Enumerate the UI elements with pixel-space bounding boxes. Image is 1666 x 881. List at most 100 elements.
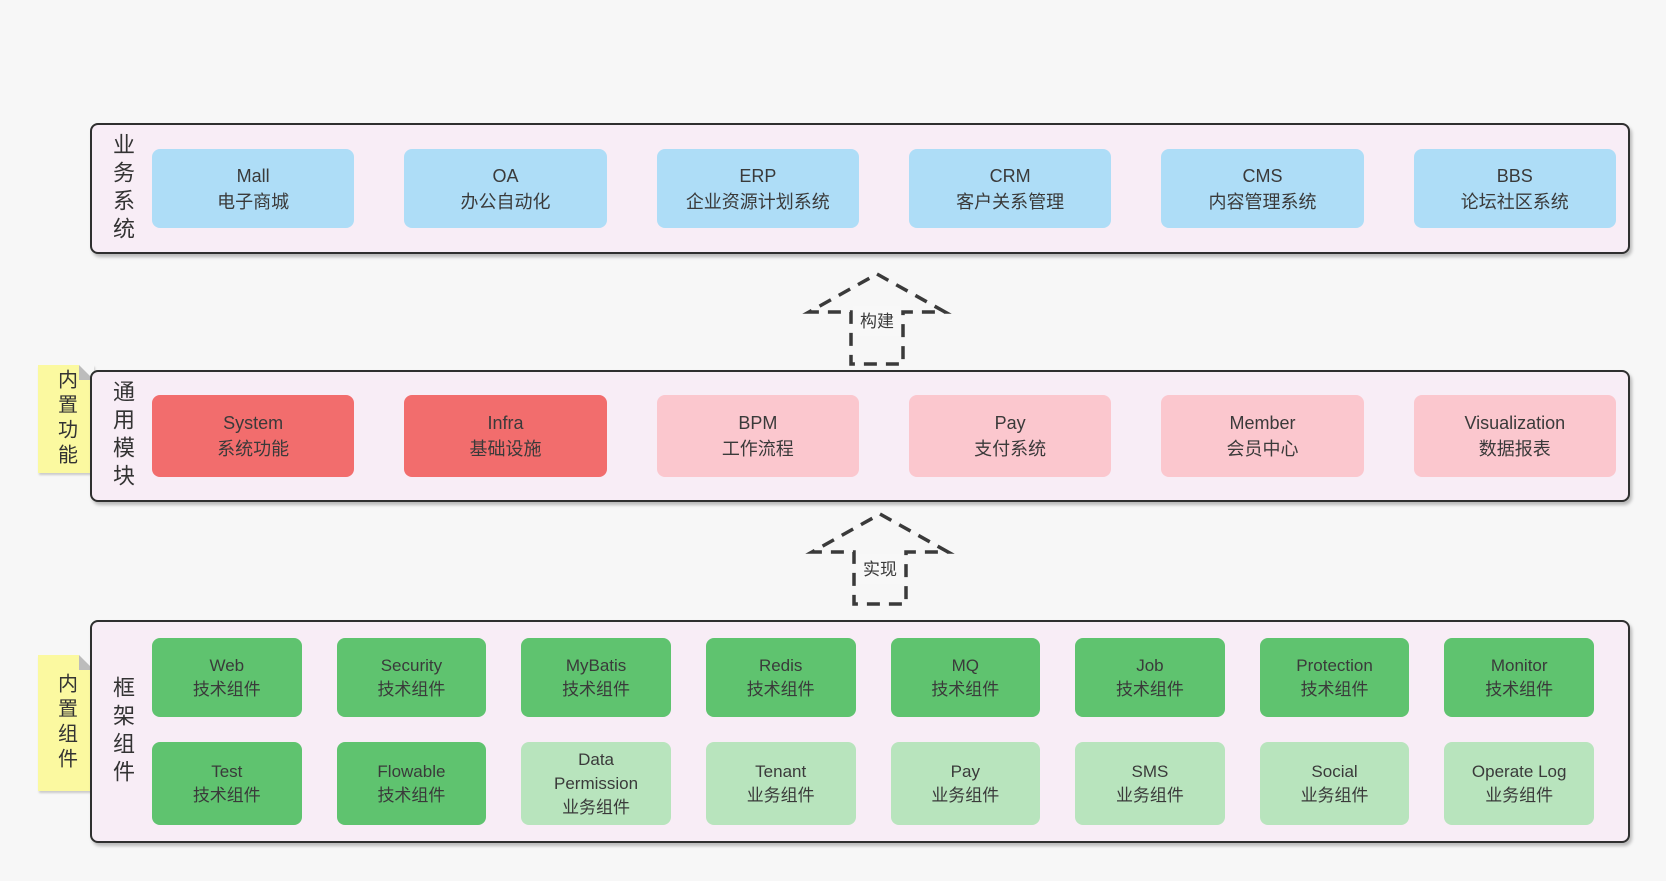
common-modules-container: 通用模块 System 系统功能 Infra 基础设施 BPM 工作流程 Pay…: [90, 370, 1630, 502]
build-arrow-label: 构建: [860, 312, 894, 331]
box-desc: 工作流程: [721, 439, 794, 459]
box-desc: 技术组件: [562, 679, 631, 699]
up-arrow-icon: [805, 512, 955, 606]
box-desc: 内容管理系统: [1208, 191, 1317, 212]
business-systems-container: 业务系统 Mall 电子商城 OA 办公自动化 ERP 企业资源计划系统 CRM…: [90, 123, 1630, 254]
box-name: Pay: [950, 761, 980, 781]
box-visualization: Visualization 数据报表: [1413, 395, 1616, 477]
box-desc: 技术组件: [746, 679, 815, 699]
builtin-features-note: 内置功能: [38, 365, 94, 473]
framework-components-label: 框架组件: [110, 675, 135, 788]
box-operate-log: Operate Log 业务组件: [1444, 742, 1594, 825]
box-crm: CRM 客户关系管理: [908, 149, 1112, 228]
box-desc: 技术组件: [931, 679, 1000, 699]
box-desc: 业务组件: [1115, 785, 1184, 805]
box-desc: 技术组件: [1485, 679, 1554, 699]
box-desc: 技术组件: [377, 785, 446, 805]
box-bbs: BBS 论坛社区系统: [1413, 149, 1616, 228]
common-modules-label: 通用模块: [110, 380, 135, 492]
box-desc: 技术组件: [192, 785, 261, 805]
box-desc: 技术组件: [377, 679, 446, 699]
box-desc: 办公自动化: [460, 191, 551, 212]
implement-arrow: 实现: [805, 512, 955, 606]
implement-arrow-label: 实现: [863, 560, 897, 579]
box-sms: SMS 业务组件: [1075, 742, 1225, 825]
box-desc: 技术组件: [1115, 679, 1184, 699]
box-name: Mall: [236, 165, 270, 186]
box-security: Security 技术组件: [336, 638, 487, 717]
box-name: Visualization: [1464, 413, 1566, 433]
box-social: Social 业务组件: [1259, 742, 1410, 825]
box-desc: 客户关系管理: [956, 191, 1065, 212]
box-system: System 系统功能: [152, 395, 355, 477]
box-desc: 业务组件: [1485, 785, 1554, 805]
box-name: Test: [211, 761, 243, 781]
box-desc: 技术组件: [1300, 679, 1369, 699]
box-desc: 会员中心: [1226, 439, 1299, 459]
box-desc: 业务组件: [931, 785, 1000, 805]
box-name: Operate Log: [1471, 761, 1567, 781]
box-name: Redis: [758, 655, 803, 675]
arrow-label-background: [856, 554, 904, 584]
box-desc: 业务组件: [1300, 785, 1369, 805]
box-name: OA: [492, 165, 519, 186]
components-row-1: Web 技术组件 Security 技术组件 MyBatis 技术组件 Redi…: [152, 638, 1594, 717]
box-erp: ERP 企业资源计划系统: [656, 149, 859, 228]
box-mybatis: MyBatis 技术组件: [521, 638, 671, 717]
box-tenant: Tenant 业务组件: [705, 742, 856, 825]
box-desc: 业务组件: [746, 785, 815, 805]
box-desc: 电子商城: [217, 191, 290, 212]
builtin-components-note: 内置组件: [38, 655, 94, 791]
box-desc: 系统功能: [217, 439, 290, 459]
box-name: Social: [1311, 761, 1358, 781]
common-modules-row: System 系统功能 Infra 基础设施 BPM 工作流程 Pay 支付系统…: [152, 372, 1628, 500]
box-redis: Redis 技术组件: [705, 638, 856, 717]
box-mall: Mall 电子商城: [152, 149, 355, 228]
box-data-permission: Data Permission 业务组件: [521, 742, 671, 825]
box-desc: 技术组件: [192, 679, 261, 699]
box-name: Pay: [994, 413, 1026, 433]
box-desc: 数据报表: [1478, 439, 1551, 459]
box-name: Security: [380, 655, 443, 675]
box-name: Monitor: [1490, 655, 1548, 675]
business-systems-label: 业务系统: [110, 132, 135, 245]
box-desc: 基础设施: [469, 439, 542, 459]
box-name: Infra: [487, 413, 524, 433]
box-name: Job: [1136, 655, 1164, 675]
box-name: CRM: [989, 165, 1031, 186]
arrow-label-background: [853, 306, 901, 336]
box-infra: Infra 基础设施: [404, 395, 607, 477]
box-protection: Protection 技术组件: [1259, 638, 1410, 717]
box-flowable: Flowable 技术组件: [336, 742, 487, 825]
box-desc: 支付系统: [974, 439, 1047, 459]
box-name: ERP: [739, 165, 777, 186]
box-name: BPM: [738, 413, 778, 433]
box-pay-module: Pay 支付系统: [908, 395, 1112, 477]
framework-components-grid: Web 技术组件 Security 技术组件 MyBatis 技术组件 Redi…: [152, 622, 1628, 841]
up-arrow-icon: [802, 272, 952, 366]
box-name: BBS: [1496, 165, 1533, 186]
box-name: Member: [1229, 413, 1296, 433]
box-name: Tenant: [755, 761, 807, 781]
box-name: CMS: [1242, 165, 1283, 186]
box-test: Test 技术组件: [152, 742, 302, 825]
box-monitor: Monitor 技术组件: [1444, 638, 1594, 717]
box-name: Web: [209, 655, 245, 675]
components-row-2: Test 技术组件 Flowable 技术组件 Data Permission …: [152, 742, 1594, 825]
box-cms: CMS 内容管理系统: [1161, 149, 1364, 228]
box-name: MQ: [951, 655, 979, 675]
box-name: System: [223, 413, 284, 433]
box-job: Job 技术组件: [1075, 638, 1225, 717]
box-mq: MQ 技术组件: [890, 638, 1041, 717]
box-desc: 论坛社区系统: [1460, 191, 1569, 212]
box-desc: 业务组件: [562, 797, 631, 817]
box-bpm: BPM 工作流程: [656, 395, 859, 477]
box-name: SMS: [1131, 761, 1169, 781]
build-arrow: 构建: [802, 272, 952, 366]
framework-components-container: 框架组件 Web 技术组件 Security 技术组件 MyBatis 技术组件…: [90, 620, 1630, 843]
box-pay-component: Pay 业务组件: [890, 742, 1041, 825]
box-name: MyBatis: [565, 655, 627, 675]
box-member: Member 会员中心: [1161, 395, 1364, 477]
box-name: Data Permission: [554, 749, 639, 793]
box-desc: 企业资源计划系统: [685, 191, 830, 212]
